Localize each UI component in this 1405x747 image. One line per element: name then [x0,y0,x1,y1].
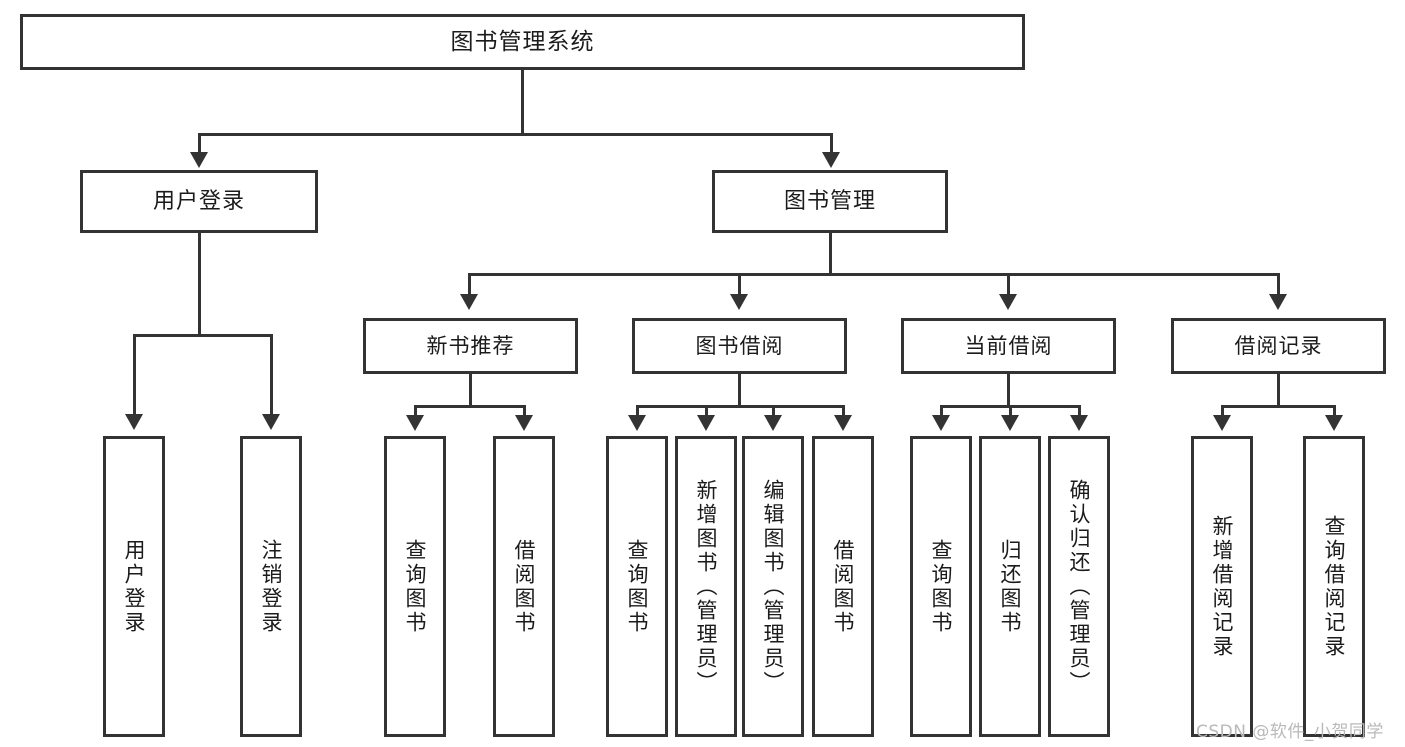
node-label: 借阅图书 [831,538,856,635]
node-label: 新增借阅记录 [1210,514,1235,659]
connector-book-borrow-child-3 [772,405,775,419]
node-label: 新增图书（管理员） [694,478,719,695]
connector-root-to-user-login [198,133,201,157]
connector-book-borrow-child-2 [705,405,708,419]
arrow-user-login-child-1 [125,414,143,430]
connector-root-to-book-management [830,133,833,157]
node-label: 查询图书 [625,538,650,635]
node-label: 注销登录 [259,538,284,635]
node-label: 图书借阅 [695,333,784,358]
node-current-borrow[interactable]: 当前借阅 [901,318,1116,374]
node-label: 归还图书 [998,538,1023,635]
connector-bm-to-borrow-record [1277,273,1280,298]
connector-book-borrow-child-4 [842,405,845,419]
leaf-user-login[interactable]: 用户登录 [103,436,165,737]
connector-user-login-bar [133,334,273,337]
node-book-management[interactable]: 图书管理 [712,170,948,233]
connector-book-borrow-stem [738,374,741,407]
connector-bm-to-current-borrow [1007,273,1010,298]
leaf-book-borrow-borrow-book[interactable]: 借阅图书 [812,436,874,737]
node-label: 新书推荐 [426,333,515,358]
arrow-user-login-child-2 [262,414,280,430]
connector-new-book-child-2 [523,405,526,419]
connector-new-book-stem [469,374,472,407]
connector-current-borrow-stem [1007,374,1010,407]
arrow-book-borrow-child-3 [764,415,782,431]
arrow-current-borrow-child-3 [1070,415,1088,431]
leaf-query-borrow-record[interactable]: 查询借阅记录 [1303,436,1365,737]
connector-new-book-child-1 [414,405,417,419]
arrow-bm-to-new-book [460,294,478,310]
connector-new-book-bar [414,405,526,408]
connector-book-borrow-bar [636,405,845,408]
arrow-bm-to-book-borrow [730,294,748,310]
connector-book-management-stem [829,233,832,275]
node-label: 查询图书 [403,538,428,635]
node-label: 查询图书 [929,538,954,635]
leaf-book-borrow-add-book-admin[interactable]: 新增图书（管理员） [675,436,737,737]
node-root-book-management-system[interactable]: 图书管理系统 [20,14,1025,70]
arrow-new-book-child-2 [515,415,533,431]
connector-current-borrow-child-1 [940,405,943,419]
node-label: 当前借阅 [964,333,1053,358]
node-label: 用户登录 [122,538,147,635]
arrow-bm-to-current-borrow [999,294,1017,310]
node-label: 图书管理系统 [450,28,595,55]
leaf-book-borrow-query-book[interactable]: 查询图书 [606,436,668,737]
leaf-add-borrow-record[interactable]: 新增借阅记录 [1191,436,1253,737]
arrow-root-to-user-login [190,152,208,168]
node-label: 用户登录 [152,188,245,214]
node-label: 编辑图书（管理员） [761,478,786,695]
connector-bm-to-book-borrow [738,273,741,298]
arrow-bm-to-borrow-record [1269,294,1287,310]
arrow-current-borrow-child-2 [1001,415,1019,431]
leaf-current-borrow-return-book[interactable]: 归还图书 [979,436,1041,737]
node-borrow-record[interactable]: 借阅记录 [1171,318,1386,374]
connector-root-stem [521,70,524,134]
node-new-book-recommendation[interactable]: 新书推荐 [363,318,578,374]
connector-bm-to-new-book [468,273,471,298]
arrow-book-borrow-child-1 [628,415,646,431]
arrow-borrow-record-child-2 [1325,415,1343,431]
node-book-borrow[interactable]: 图书借阅 [632,318,847,374]
leaf-current-borrow-confirm-return-admin[interactable]: 确认归还（管理员） [1048,436,1110,737]
leaf-current-borrow-query-book[interactable]: 查询图书 [910,436,972,737]
leaf-new-book-query-book[interactable]: 查询图书 [384,436,446,737]
connector-user-login-child-2 [270,334,273,418]
connector-current-borrow-child-2 [1009,405,1012,419]
leaf-logout[interactable]: 注销登录 [240,436,302,737]
node-label: 确认归还（管理员） [1067,478,1092,695]
connector-user-login-child-1 [133,334,136,418]
connector-borrow-record-child-2 [1333,405,1336,419]
connector-user-login-stem [198,233,201,337]
arrow-root-to-book-management [822,152,840,168]
arrow-book-borrow-child-2 [697,415,715,431]
connector-book-borrow-child-1 [636,405,639,419]
connector-root-bar [198,133,833,136]
node-user-login[interactable]: 用户登录 [80,170,318,233]
node-label: 查询借阅记录 [1322,514,1347,659]
node-label: 图书管理 [783,188,876,214]
leaf-new-book-borrow-book[interactable]: 借阅图书 [493,436,555,737]
connector-borrow-record-bar [1221,405,1336,408]
connector-book-management-bar [468,273,1280,276]
arrow-book-borrow-child-4 [834,415,852,431]
node-label: 借阅记录 [1234,333,1323,358]
arrow-borrow-record-child-1 [1213,415,1231,431]
arrow-new-book-child-1 [406,415,424,431]
connector-borrow-record-stem [1277,374,1280,407]
arrow-current-borrow-child-1 [932,415,950,431]
connector-borrow-record-child-1 [1221,405,1224,419]
node-label: 借阅图书 [512,538,537,635]
leaf-book-borrow-edit-book-admin[interactable]: 编辑图书（管理员） [742,436,804,737]
connector-current-borrow-child-3 [1078,405,1081,419]
